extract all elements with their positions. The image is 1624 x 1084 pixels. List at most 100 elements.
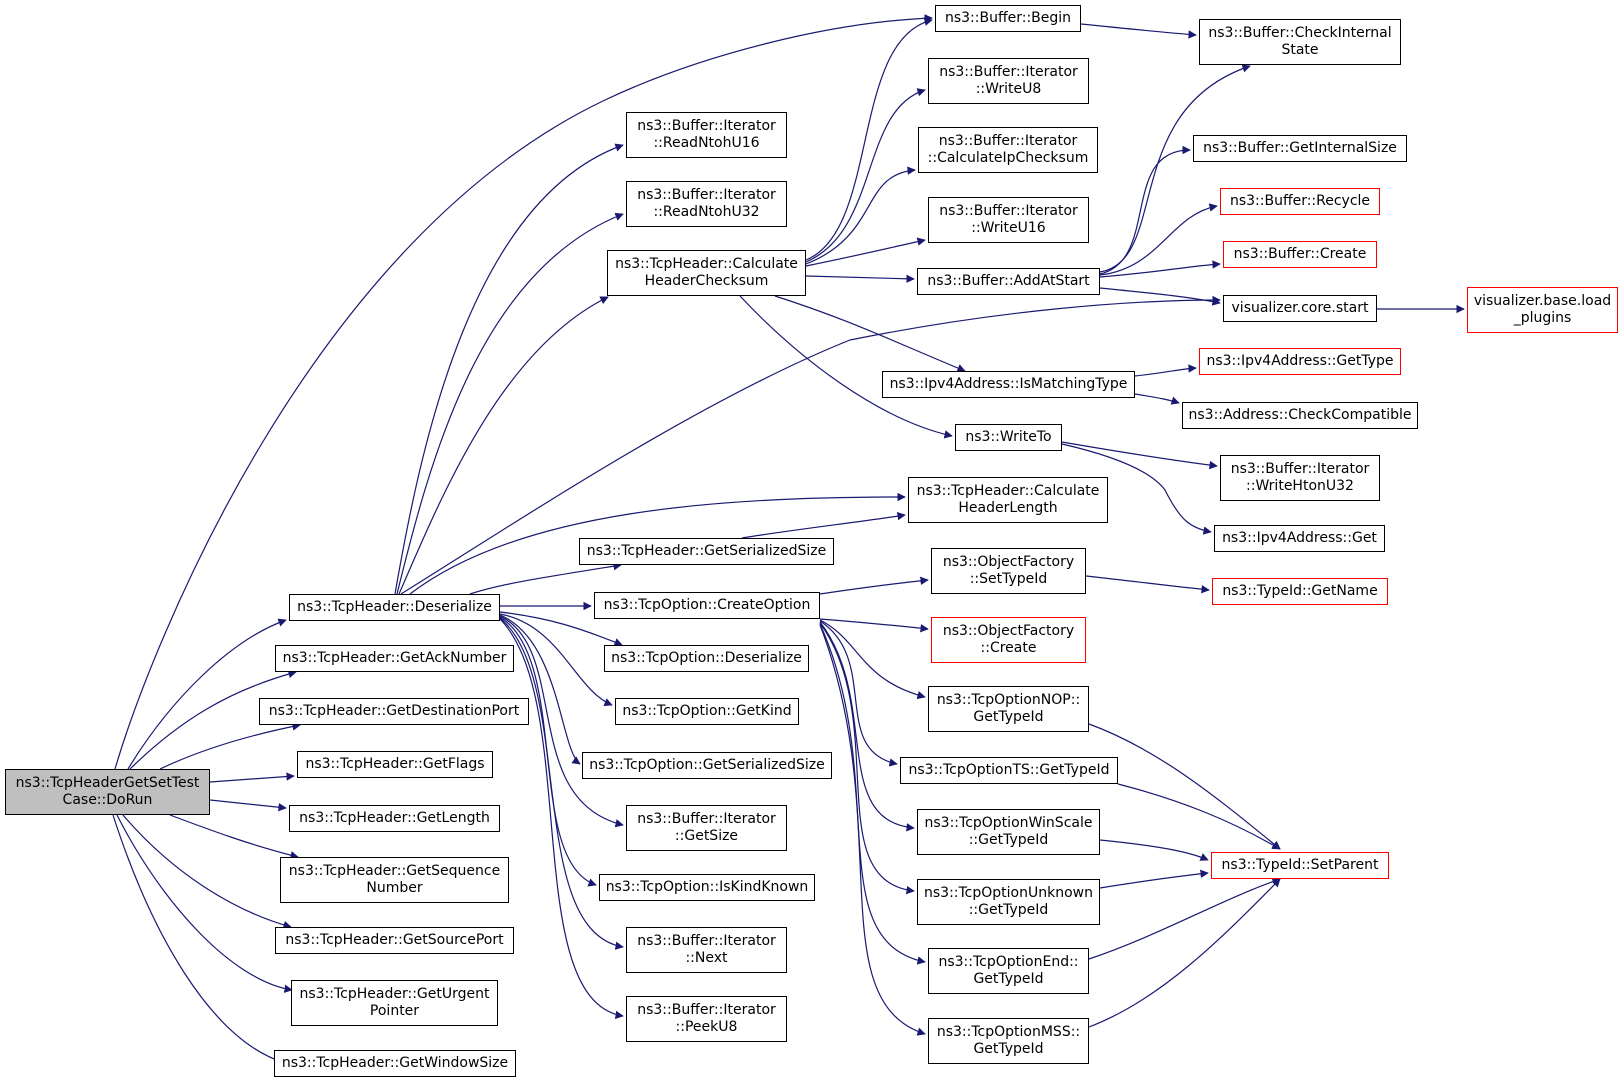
node-iterator-write-u8[interactable]: ns3::Buffer::Iterator ::WriteU8 <box>928 58 1089 104</box>
node-get-sequence-number[interactable]: ns3::TcpHeader::GetSequence Number <box>280 857 509 903</box>
node-calc-header-length[interactable]: ns3::TcpHeader::Calculate HeaderLength <box>908 477 1108 523</box>
call-edge <box>499 618 624 1019</box>
call-edge <box>499 613 613 707</box>
node-option-deserialize[interactable]: ns3::TcpOption::Deserialize <box>604 645 809 672</box>
node-is-kind-known[interactable]: ns3::TcpOption::IsKindKnown <box>599 874 815 901</box>
node-object-factory-set-type-id[interactable]: ns3::ObjectFactory ::SetTypeId <box>931 548 1086 594</box>
node-read-ntoh-u16[interactable]: ns3::Buffer::Iterator ::ReadNtohU16 <box>626 112 787 158</box>
call-edge <box>1088 878 1281 1028</box>
call-edge <box>127 618 287 770</box>
node-calc-ip-checksum[interactable]: ns3::Buffer::Iterator ::CalculateIpCheck… <box>918 127 1098 173</box>
call-edge <box>819 622 915 895</box>
call-edge <box>739 295 953 439</box>
node-check-compatible[interactable]: ns3::Address::CheckCompatible <box>1182 402 1418 429</box>
node-typeid-get-name[interactable]: ns3::TypeId::GetName <box>1212 578 1388 605</box>
node-option-get-kind[interactable]: ns3::TcpOption::GetKind <box>615 698 799 725</box>
call-edge <box>805 88 926 263</box>
call-edge <box>122 814 292 930</box>
node-recycle[interactable]: ns3::Buffer::Recycle <box>1220 188 1380 215</box>
node-get-window-size[interactable]: ns3::TcpHeader::GetWindowSize <box>274 1050 516 1077</box>
call-edge <box>114 14 933 770</box>
call-edge <box>112 814 286 1065</box>
node-iterator-get-size[interactable]: ns3::Buffer::Iterator ::GetSize <box>626 805 787 851</box>
call-edge <box>499 611 623 647</box>
node-unknown-get-type-id[interactable]: ns3::TcpOptionUnknown ::GetTypeId <box>917 879 1100 925</box>
node-calc-header-checksum[interactable]: ns3::TcpHeader::Calculate HeaderChecksum <box>607 250 806 296</box>
call-edge <box>774 295 966 372</box>
node-iterator-peek-u8[interactable]: ns3::Buffer::Iterator ::PeekU8 <box>626 996 787 1042</box>
call-edge <box>499 615 624 828</box>
call-edge <box>1099 287 1221 306</box>
node-create-option[interactable]: ns3::TcpOption::CreateOption <box>594 592 820 619</box>
call-edge <box>1080 23 1197 39</box>
call-edge <box>159 722 301 770</box>
node-typeid-set-parent[interactable]: ns3::TypeId::SetParent <box>1211 852 1389 879</box>
call-edge <box>1134 364 1197 377</box>
node-iterator-next[interactable]: ns3::Buffer::Iterator ::Next <box>626 927 787 973</box>
call-edge <box>129 669 297 770</box>
node-root: ns3::TcpHeaderGetSetTest Case::DoRun <box>5 769 210 815</box>
node-winscale-get-type-id[interactable]: ns3::TcpOptionWinScale ::GetTypeId <box>917 809 1100 855</box>
node-get-flags[interactable]: ns3::TcpHeader::GetFlags <box>297 751 493 778</box>
call-edge <box>116 814 293 993</box>
node-buffer-create[interactable]: ns3::Buffer::Create <box>1223 241 1377 268</box>
node-buffer-begin[interactable]: ns3::Buffer::Begin <box>935 5 1081 32</box>
node-nop-get-type-id[interactable]: ns3::TcpOptionNOP:: GetTypeId <box>928 686 1089 732</box>
node-read-ntoh-u32[interactable]: ns3::Buffer::Iterator ::ReadNtohU32 <box>626 181 787 227</box>
node-visualizer-start[interactable]: visualizer.core.start <box>1223 295 1377 322</box>
call-edge <box>819 619 926 700</box>
call-edge <box>1134 393 1180 405</box>
node-get-internal-size[interactable]: ns3::Buffer::GetInternalSize <box>1193 135 1407 162</box>
call-edge <box>499 617 624 950</box>
node-write-to[interactable]: ns3::WriteTo <box>955 424 1062 451</box>
node-write-hton-u32[interactable]: ns3::Buffer::Iterator ::WriteHtonU32 <box>1220 455 1380 501</box>
node-deserialize[interactable]: ns3::TcpHeader::Deserialize <box>289 594 500 621</box>
call-edge <box>169 814 299 860</box>
node-iterator-write-u16[interactable]: ns3::Buffer::Iterator ::WriteU16 <box>928 197 1089 243</box>
call-edge <box>398 296 609 595</box>
call-edge <box>469 562 622 595</box>
call-edge <box>1099 260 1221 278</box>
node-load-plugins[interactable]: visualizer.base.load _plugins <box>1467 287 1618 333</box>
call-edge <box>209 772 295 783</box>
call-edge <box>1061 443 1212 535</box>
node-ts-get-type-id[interactable]: ns3::TcpOptionTS::GetTypeId <box>900 757 1118 784</box>
node-add-at-start[interactable]: ns3::Buffer::AddAtStart <box>917 268 1100 295</box>
node-get-source-port[interactable]: ns3::TcpHeader::GetSourcePort <box>275 927 514 954</box>
node-mss-get-type-id[interactable]: ns3::TcpOptionMSS:: GetTypeId <box>928 1018 1089 1064</box>
node-option-get-serialized-size[interactable]: ns3::TcpOption::GetSerializedSize <box>582 752 832 779</box>
call-edge <box>819 618 929 633</box>
node-object-factory-create[interactable]: ns3::ObjectFactory ::Create <box>931 617 1086 663</box>
call-edge <box>805 274 915 283</box>
call-edge <box>819 621 915 832</box>
call-edge <box>1088 723 1281 850</box>
call-edge <box>805 17 933 261</box>
call-edge <box>396 212 624 595</box>
node-ipv4-get-type[interactable]: ns3::Ipv4Address::GetType <box>1199 348 1401 375</box>
node-get-destination-port[interactable]: ns3::TcpHeader::GetDestinationPort <box>259 698 529 725</box>
node-get-urgent-pointer[interactable]: ns3::TcpHeader::GetUrgent Pointer <box>291 980 498 1026</box>
node-get-length[interactable]: ns3::TcpHeader::GetLength <box>289 805 500 832</box>
call-edge <box>1061 441 1218 470</box>
call-edge <box>1099 839 1209 861</box>
call-edge <box>1117 783 1281 850</box>
node-check-internal-state[interactable]: ns3::Buffer::CheckInternal State <box>1199 19 1401 65</box>
node-end-get-type-id[interactable]: ns3::TcpOptionEnd:: GetTypeId <box>928 948 1089 994</box>
node-get-serialized-size[interactable]: ns3::TcpHeader::GetSerializedSize <box>579 538 834 565</box>
call-edge <box>819 624 926 1036</box>
call-edge <box>819 576 929 595</box>
node-get-ack-number[interactable]: ns3::TcpHeader::GetAckNumber <box>275 645 514 672</box>
call-edge <box>805 237 926 267</box>
call-edge <box>1099 203 1218 276</box>
call-edge <box>1099 145 1191 275</box>
call-edge <box>394 143 624 595</box>
call-edge <box>499 614 581 765</box>
call-edge <box>400 295 1221 595</box>
node-is-matching-type[interactable]: ns3::Ipv4Address::IsMatchingType <box>882 371 1135 398</box>
call-edge <box>819 620 898 767</box>
call-edge <box>805 166 916 265</box>
node-ipv4-get[interactable]: ns3::Ipv4Address::Get <box>1214 525 1385 552</box>
call-edge <box>741 512 906 539</box>
